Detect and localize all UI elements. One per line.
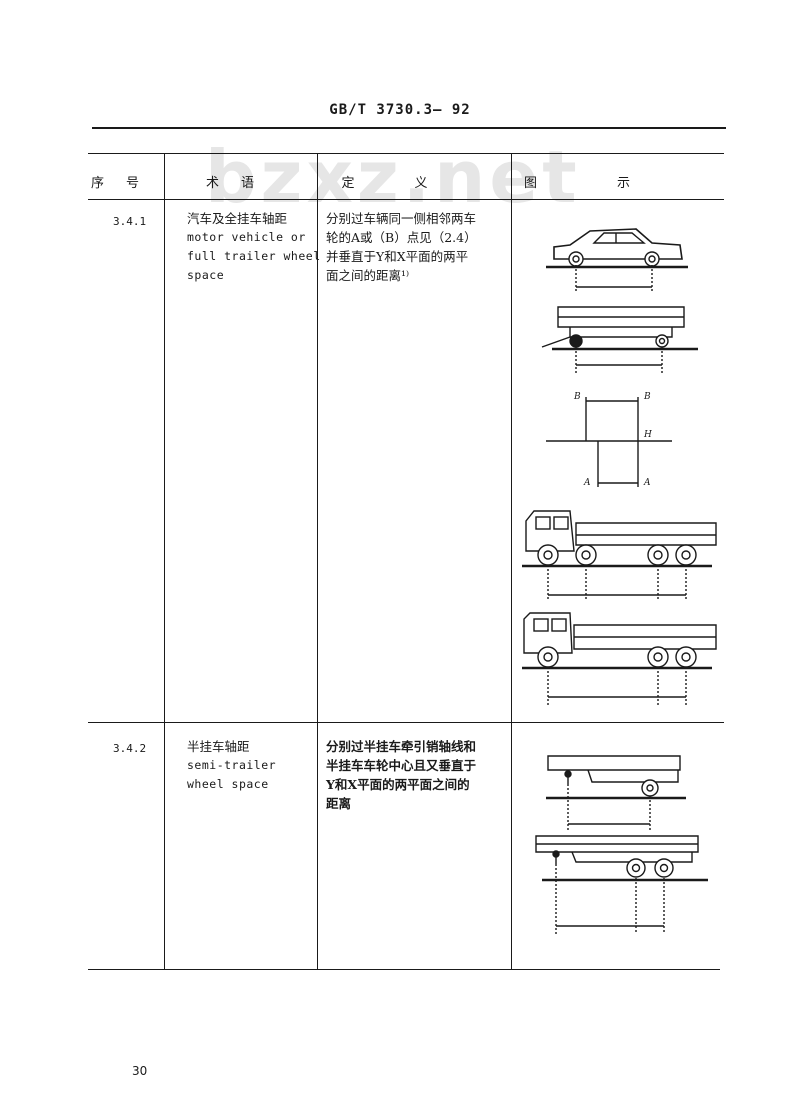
table-top-rule (88, 153, 724, 154)
figure-column-row1: B B H A A (522, 228, 717, 705)
wheel-icon (655, 334, 669, 348)
term-english-line: space (187, 268, 225, 282)
wheel-icon (641, 779, 659, 797)
header-rule (92, 127, 726, 129)
label-B-left: B (573, 392, 581, 402)
definition-line: Y和X平面的两平面之间的 (326, 777, 470, 792)
wheel-icon (575, 544, 597, 566)
column-divider (317, 153, 318, 970)
label-H: H (643, 430, 652, 440)
definition-cell: 分别过车辆同一侧相邻两车 轮的A或（B）点见（2.4） 并垂直于Y和X平面的两平… (326, 209, 511, 285)
definition-line: 半挂车车轮中心且又垂直于 (326, 758, 477, 773)
wheel-icon (537, 544, 559, 566)
column-divider (511, 153, 512, 970)
term-cell: 汽车及全挂车轴距 motor vehicle or full trailer w… (187, 209, 321, 285)
table-header-rule (88, 199, 724, 200)
semi-trailer-figure (546, 755, 686, 832)
wheel-icon (647, 544, 669, 566)
column-header-term: 术语 (205, 176, 276, 191)
wheel-icon (644, 251, 660, 267)
definition-line: 并垂直于Y和X平面的两平 (326, 249, 469, 264)
row-divider (88, 722, 724, 723)
full-trailer-figure (541, 306, 698, 373)
wheel-icon (675, 646, 697, 668)
term-english-line: full trailer wheel (187, 249, 321, 263)
term-english-line: wheel space (187, 777, 269, 791)
row-number: 3.4.2 (113, 742, 147, 755)
page-number: 30 (132, 1064, 148, 1078)
definition-cell: 分别过半挂车牵引销轴线和 半挂车车轮中心且又垂直于 Y和X平面的两平面之间的 距… (326, 737, 511, 813)
term-english-line: motor vehicle or (187, 230, 306, 244)
definition-line: 分别过半挂车牵引销轴线和 (326, 739, 477, 754)
label-B-right: B (643, 392, 651, 402)
wheel-icon (626, 858, 646, 878)
sedan-figure (546, 228, 688, 293)
semi-trailer-figure (535, 835, 708, 934)
truck-figure (522, 612, 717, 705)
column-header-number: 序号 (90, 176, 161, 191)
term-chinese: 半挂车轴距 (187, 739, 250, 754)
standard-code: GB/T 3730.3— 92 (329, 102, 471, 118)
table-bottom-rule (88, 969, 720, 970)
column-header-figure: 图示 (523, 176, 710, 191)
watermark: bzxz.net (205, 135, 581, 219)
label-A-right: A (643, 478, 651, 488)
wheel-icon (569, 334, 583, 348)
wheel-icon (675, 544, 697, 566)
row-number: 3.4.1 (113, 215, 147, 228)
term-cell: 半挂车轴距 semi-trailer wheel space (187, 737, 276, 794)
wheel-icon (647, 646, 669, 668)
definition-line: 距离 (326, 796, 352, 811)
wheel-icon (654, 858, 674, 878)
wheel-icon (537, 646, 559, 668)
term-chinese: 汽车及全挂车轴距 (187, 211, 288, 226)
truck-figure (522, 510, 717, 601)
label-A-left: A (583, 478, 591, 488)
dimension-schematic: B B H A A (546, 392, 672, 488)
figure-column-row2 (535, 755, 708, 934)
definition-line: 面之间的距离¹⁾ (326, 268, 410, 283)
definition-line: 轮的A或（B）点见（2.4） (326, 230, 477, 245)
term-english-line: semi-trailer (187, 758, 277, 772)
column-divider (164, 153, 165, 970)
column-header-definition: 定义 (341, 176, 488, 191)
wheel-icon (568, 251, 584, 267)
definition-line: 分别过车辆同一侧相邻两车 (326, 211, 477, 226)
